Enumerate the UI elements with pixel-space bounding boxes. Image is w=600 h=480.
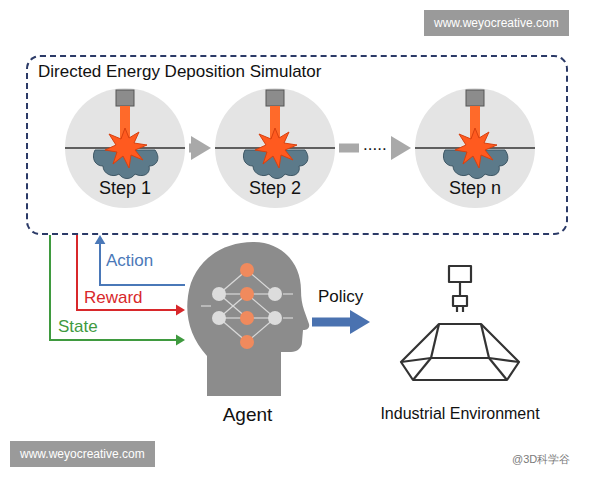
industrial-robot-art xyxy=(395,262,525,387)
node-label: Industrial Environment xyxy=(370,405,550,423)
node-label: Step 1 xyxy=(65,178,185,199)
watermark: www.weyocreative.com xyxy=(10,441,155,467)
watermark: www.weyocreative.com xyxy=(424,10,569,36)
edge-label: State xyxy=(58,318,98,337)
connector-arrow xyxy=(77,235,185,315)
connector-arrow xyxy=(95,235,185,285)
connector-arrow xyxy=(50,235,185,345)
node-label: Agent xyxy=(185,404,310,426)
agent-head-art xyxy=(185,238,310,398)
step-circle: Step 1 xyxy=(65,88,185,208)
edge-label: Reward xyxy=(84,289,143,308)
agent-head: Agent xyxy=(185,238,310,433)
node-label: Directed Energy Deposition Simulator xyxy=(38,62,321,82)
connector-arrow xyxy=(189,136,211,160)
edge-label: ..... xyxy=(359,136,391,155)
node-label: Step 2 xyxy=(215,178,335,199)
industrial-robot: Industrial Environment xyxy=(370,262,550,432)
simulator-frame: Directed Energy Deposition SimulatorStep… xyxy=(26,55,568,235)
step-circle: Step 2 xyxy=(215,88,335,208)
step-circle: Step n xyxy=(415,88,535,208)
connector-arrow xyxy=(339,136,411,160)
edge-label: Policy xyxy=(318,288,363,307)
watermark: @3D科学谷 xyxy=(512,452,570,467)
connector-arrow xyxy=(312,310,370,334)
node-label: Step n xyxy=(415,178,535,199)
edge-label: Action xyxy=(106,252,153,271)
